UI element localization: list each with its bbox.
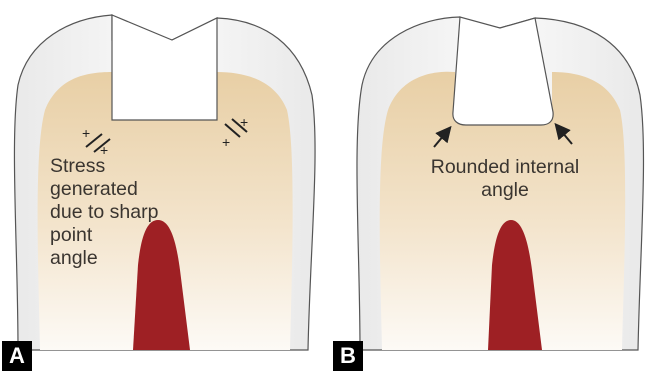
panel-a-caption: Stress generated due to sharp point angl… bbox=[50, 155, 200, 270]
panel-a-caption-line: angle bbox=[50, 247, 200, 270]
panel-b-cavity bbox=[453, 17, 553, 125]
panel-b-caption: Rounded internal angle bbox=[420, 156, 590, 202]
svg-text:+: + bbox=[222, 134, 230, 150]
panel-a-label: A bbox=[2, 341, 32, 371]
panel-b-caption-line: angle bbox=[420, 179, 590, 202]
panel-b-caption-line: Rounded internal bbox=[420, 156, 590, 179]
panel-a-caption-line: point bbox=[50, 224, 200, 247]
panel-b-label: B bbox=[333, 341, 363, 371]
panel-a-cavity bbox=[112, 15, 217, 120]
svg-text:+: + bbox=[82, 125, 90, 141]
svg-text:+: + bbox=[240, 114, 248, 130]
panel-a-caption-line: due to sharp bbox=[50, 201, 200, 224]
panel-a-caption-line: generated bbox=[50, 178, 200, 201]
panel-a-caption-line: Stress bbox=[50, 155, 200, 178]
